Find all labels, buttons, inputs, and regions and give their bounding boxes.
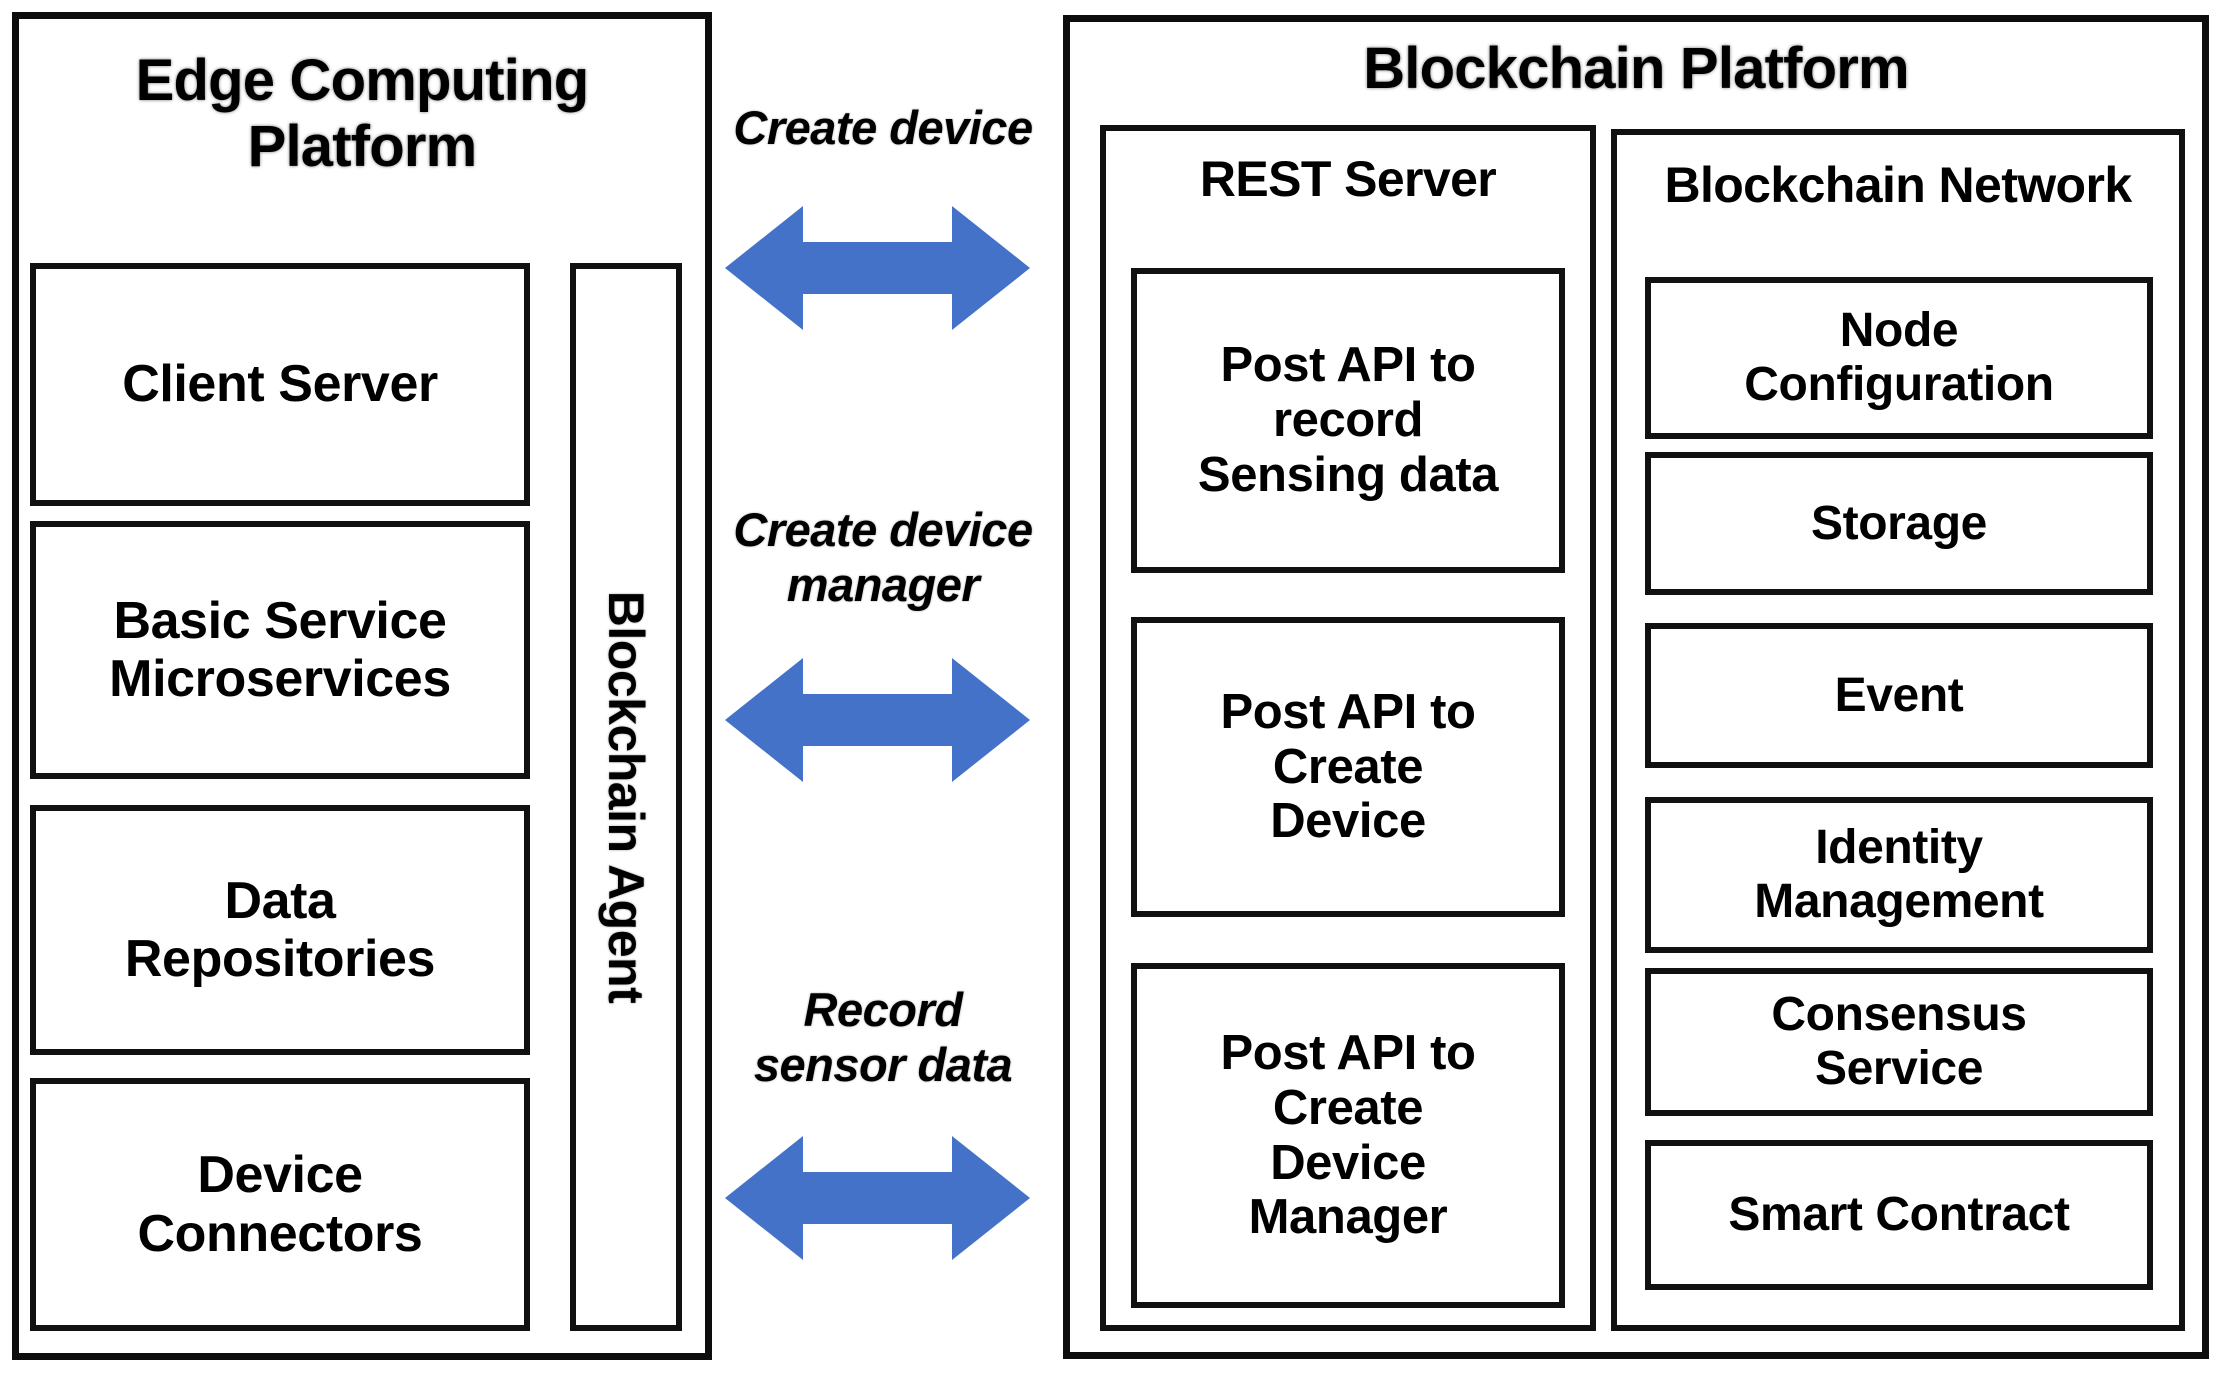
bcn-box-consensus-service[interactable]: Consensus Service	[1645, 968, 2153, 1116]
edge-box-data-repositories-label: Data Repositories	[124, 871, 436, 988]
bcn-box-smart-contract[interactable]: Smart Contract	[1645, 1140, 2153, 1290]
blockchain-agent-label: Blockchain Agent	[598, 590, 654, 1004]
rest-server-title: REST Server	[1199, 151, 1497, 207]
connector-label-record-sensor-data: Record sensor data	[753, 983, 1013, 1092]
double-arrow-icon-create-device	[725, 198, 1030, 338]
edge-box-basic-service-microservices[interactable]: Basic Service Microservices	[30, 521, 530, 779]
rest-api-record-sensing-data[interactable]: Post API to record Sensing data	[1131, 268, 1565, 573]
bcn-box-smart-contract-label: Smart Contract	[1728, 1188, 2070, 1242]
edge-box-data-repositories[interactable]: Data Repositories	[30, 805, 530, 1055]
connector-label-create-device: Create device	[733, 101, 1033, 154]
connector-label-create-device-manager: Create device manager	[733, 503, 1033, 612]
edge-box-client-server-label: Client Server	[122, 355, 438, 414]
blockchain-platform-title: Blockchain Platform	[1363, 36, 1909, 101]
bcn-box-storage-label: Storage	[1811, 496, 1987, 550]
bcn-box-storage[interactable]: Storage	[1645, 452, 2153, 595]
rest-api-create-device-manager[interactable]: Post API to Create Device Manager	[1131, 963, 1565, 1308]
edge-box-device-connectors-label: Device Connectors	[137, 1146, 423, 1263]
rest-api-record-sensing-data-label: Post API to record Sensing data	[1197, 338, 1499, 502]
rest-api-create-device-manager-label: Post API to Create Device Manager	[1220, 1025, 1476, 1245]
edge-box-basic-service-microservices-label: Basic Service Microservices	[109, 591, 451, 708]
rest-api-create-device[interactable]: Post API to Create Device	[1131, 617, 1565, 917]
edge-computing-platform-title: Edge Computing Platform	[135, 48, 590, 180]
double-arrow-icon-create-device-manager	[725, 650, 1030, 790]
bcn-box-node-configuration-label: Node Configuration	[1744, 304, 2054, 411]
double-arrow-icon-record-sensor-data	[725, 1128, 1030, 1268]
bcn-box-event[interactable]: Event	[1645, 623, 2153, 768]
blockchain-network-title: Blockchain Network	[1664, 157, 2132, 213]
edge-box-device-connectors[interactable]: Device Connectors	[30, 1078, 530, 1331]
bcn-box-identity-management[interactable]: Identity Management	[1645, 797, 2153, 953]
bcn-box-identity-management-label: Identity Management	[1754, 821, 2044, 928]
bcn-box-event-label: Event	[1834, 668, 1964, 722]
bcn-box-consensus-service-label: Consensus Service	[1771, 988, 2027, 1095]
blockchain-agent-strip[interactable]	[570, 263, 682, 1331]
edge-box-client-server[interactable]: Client Server	[30, 263, 530, 506]
rest-api-create-device-label: Post API to Create Device	[1220, 684, 1476, 849]
bcn-box-node-configuration[interactable]: Node Configuration	[1645, 277, 2153, 439]
